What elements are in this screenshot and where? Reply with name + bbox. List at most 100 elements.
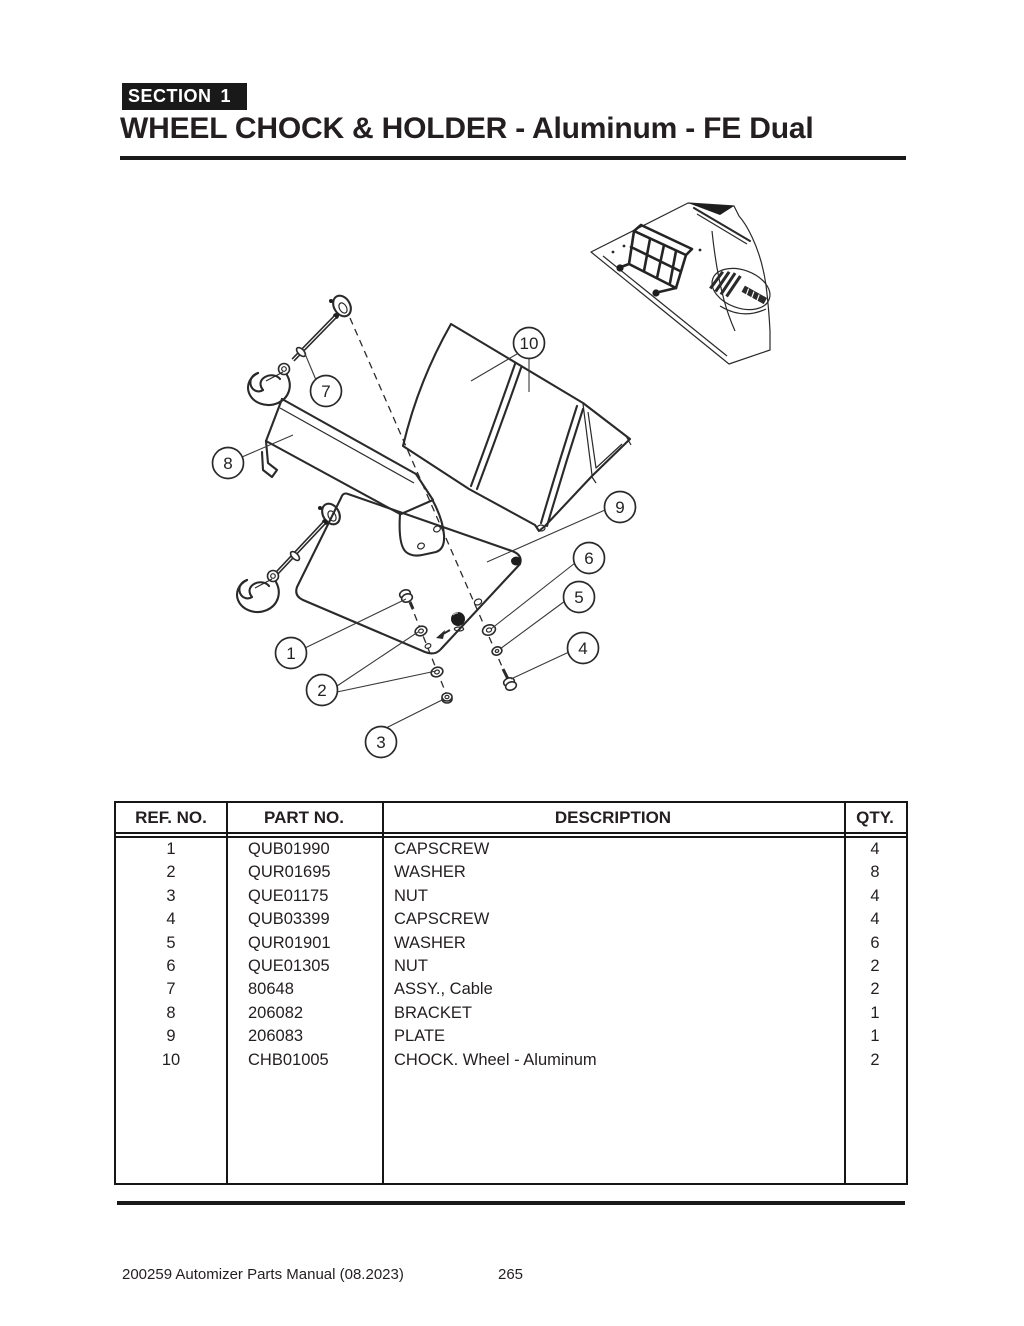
- table-row: 3 QUE01175 NUT 4: [116, 885, 906, 908]
- fender-logo: [709, 267, 771, 311]
- bracket-part: [260, 397, 446, 557]
- footer-page-number: 265: [498, 1266, 524, 1283]
- table-cell: 4: [870, 840, 880, 858]
- washer-2b: [430, 666, 444, 678]
- callout-6: 6: [572, 541, 606, 575]
- table-row: 5 QUR01901 WASHER 6: [116, 932, 906, 955]
- column-separator: [844, 803, 846, 1183]
- table-cell: QUR01901: [248, 933, 331, 952]
- table-cell: QUR01695: [248, 863, 331, 882]
- table-cell: QUE01175: [248, 886, 329, 905]
- capscrew-4: [501, 668, 518, 692]
- washer-6: [481, 623, 497, 637]
- table-cell: 8: [870, 863, 880, 882]
- table-cell: 4: [166, 910, 176, 929]
- nut-3: [441, 692, 453, 704]
- svg-text:5: 5: [574, 588, 583, 607]
- table-cell: 2: [870, 980, 880, 999]
- table-cell: 2: [166, 863, 176, 882]
- table-cell: 206082: [248, 1003, 304, 1022]
- table-cell: NUT: [394, 956, 428, 975]
- svg-text:9: 9: [615, 498, 624, 517]
- exploded-diagram: 1 2 3 4 5 6 7 8: [211, 202, 771, 759]
- svg-text:2: 2: [317, 681, 326, 700]
- table-cell: ASSY., Cable: [394, 980, 493, 999]
- holder-context-sketch: [616, 223, 694, 297]
- table-cell: 5: [166, 933, 176, 952]
- callout-10: 10: [512, 326, 546, 360]
- table-row: 2 QUR01695 WASHER 8: [116, 861, 906, 884]
- cable-assembly-lower: [235, 502, 341, 614]
- direction-arrow-glyph: [436, 629, 451, 639]
- table-cell: 4: [870, 910, 880, 929]
- callout-5: 5: [562, 580, 596, 614]
- table-cell: 206083: [248, 1027, 304, 1046]
- table-row: 4 QUB03399 CAPSCREW 4: [116, 908, 906, 931]
- table-cell: PLATE: [394, 1027, 446, 1046]
- table-cell: 2: [870, 956, 880, 975]
- svg-text:7: 7: [321, 382, 330, 401]
- table-cell: NUT: [394, 886, 428, 905]
- table-cell: 1: [870, 1027, 880, 1046]
- callout-3: 3: [364, 725, 398, 759]
- title-rule: [120, 156, 906, 160]
- hook-upper: [246, 371, 291, 407]
- callout-1: 1: [274, 636, 308, 670]
- callout-7: 7: [309, 374, 343, 408]
- table-cell: 8: [166, 1003, 176, 1022]
- table-cell: BRACKET: [394, 1003, 472, 1022]
- svg-text:1: 1: [286, 644, 295, 663]
- assembly-axis-left: [409, 602, 448, 697]
- table-cell: 80648: [248, 980, 294, 999]
- washer-5: [491, 646, 503, 656]
- callout-4: 4: [566, 631, 600, 665]
- table-cell: 3: [166, 886, 176, 905]
- column-separator: [382, 803, 384, 1183]
- wheel-chock-part: [401, 322, 632, 533]
- svg-text:6: 6: [584, 549, 593, 568]
- header-cell: PART NO.: [264, 807, 344, 827]
- table-cell: QUB03399: [248, 910, 330, 929]
- table-cell: 2: [870, 1050, 880, 1069]
- footer-rule: [117, 1201, 905, 1205]
- table-cell: CAPSCREW: [394, 910, 490, 929]
- header-cell: REF. NO.: [135, 807, 207, 827]
- table-cell: WASHER: [394, 863, 466, 882]
- assembly-axis-right: [349, 317, 508, 679]
- section-number: 1: [220, 86, 231, 106]
- hook-lower: [235, 578, 280, 614]
- table-header-row: REF. NO. PART NO. DESCRIPTION QTY.: [116, 803, 906, 834]
- plate-part: [295, 492, 522, 655]
- table-row: 9 206083 PLATE 1: [116, 1025, 906, 1048]
- header-cell: DESCRIPTION: [554, 807, 672, 827]
- svg-text:4: 4: [578, 639, 587, 658]
- washer-2a: [414, 625, 428, 637]
- cable-assembly-upper: [246, 294, 352, 407]
- svg-text:8: 8: [223, 454, 232, 473]
- table-cell: 9: [166, 1027, 176, 1046]
- svg-text:10: 10: [520, 334, 539, 353]
- section-label: SECTION: [128, 86, 212, 106]
- table-row: 8 206082 BRACKET 1: [116, 1002, 906, 1025]
- header-cell: QTY.: [856, 807, 894, 827]
- callout-9: 9: [603, 490, 637, 524]
- table-cell: WASHER: [394, 933, 466, 952]
- table-cell: QUB01990: [248, 840, 330, 858]
- table-cell: 1: [870, 1003, 880, 1022]
- capscrew-1: [398, 588, 415, 610]
- table-cell: 4: [870, 886, 880, 905]
- table-cell: CHB01005: [248, 1050, 329, 1069]
- table-cell: 6: [870, 933, 880, 952]
- page-title: WHEEL CHOCK & HOLDER - Aluminum - FE Dua…: [120, 112, 814, 145]
- table-cell: 10: [161, 1050, 181, 1069]
- table-cell: 7: [166, 980, 176, 999]
- footer-manual-info: 200259 Automizer Parts Manual (08.2023): [122, 1266, 404, 1283]
- table-row: 7 80648 ASSY., Cable 2: [116, 978, 906, 1001]
- table-cell: 1: [166, 840, 176, 858]
- fender-context-view: [590, 202, 771, 365]
